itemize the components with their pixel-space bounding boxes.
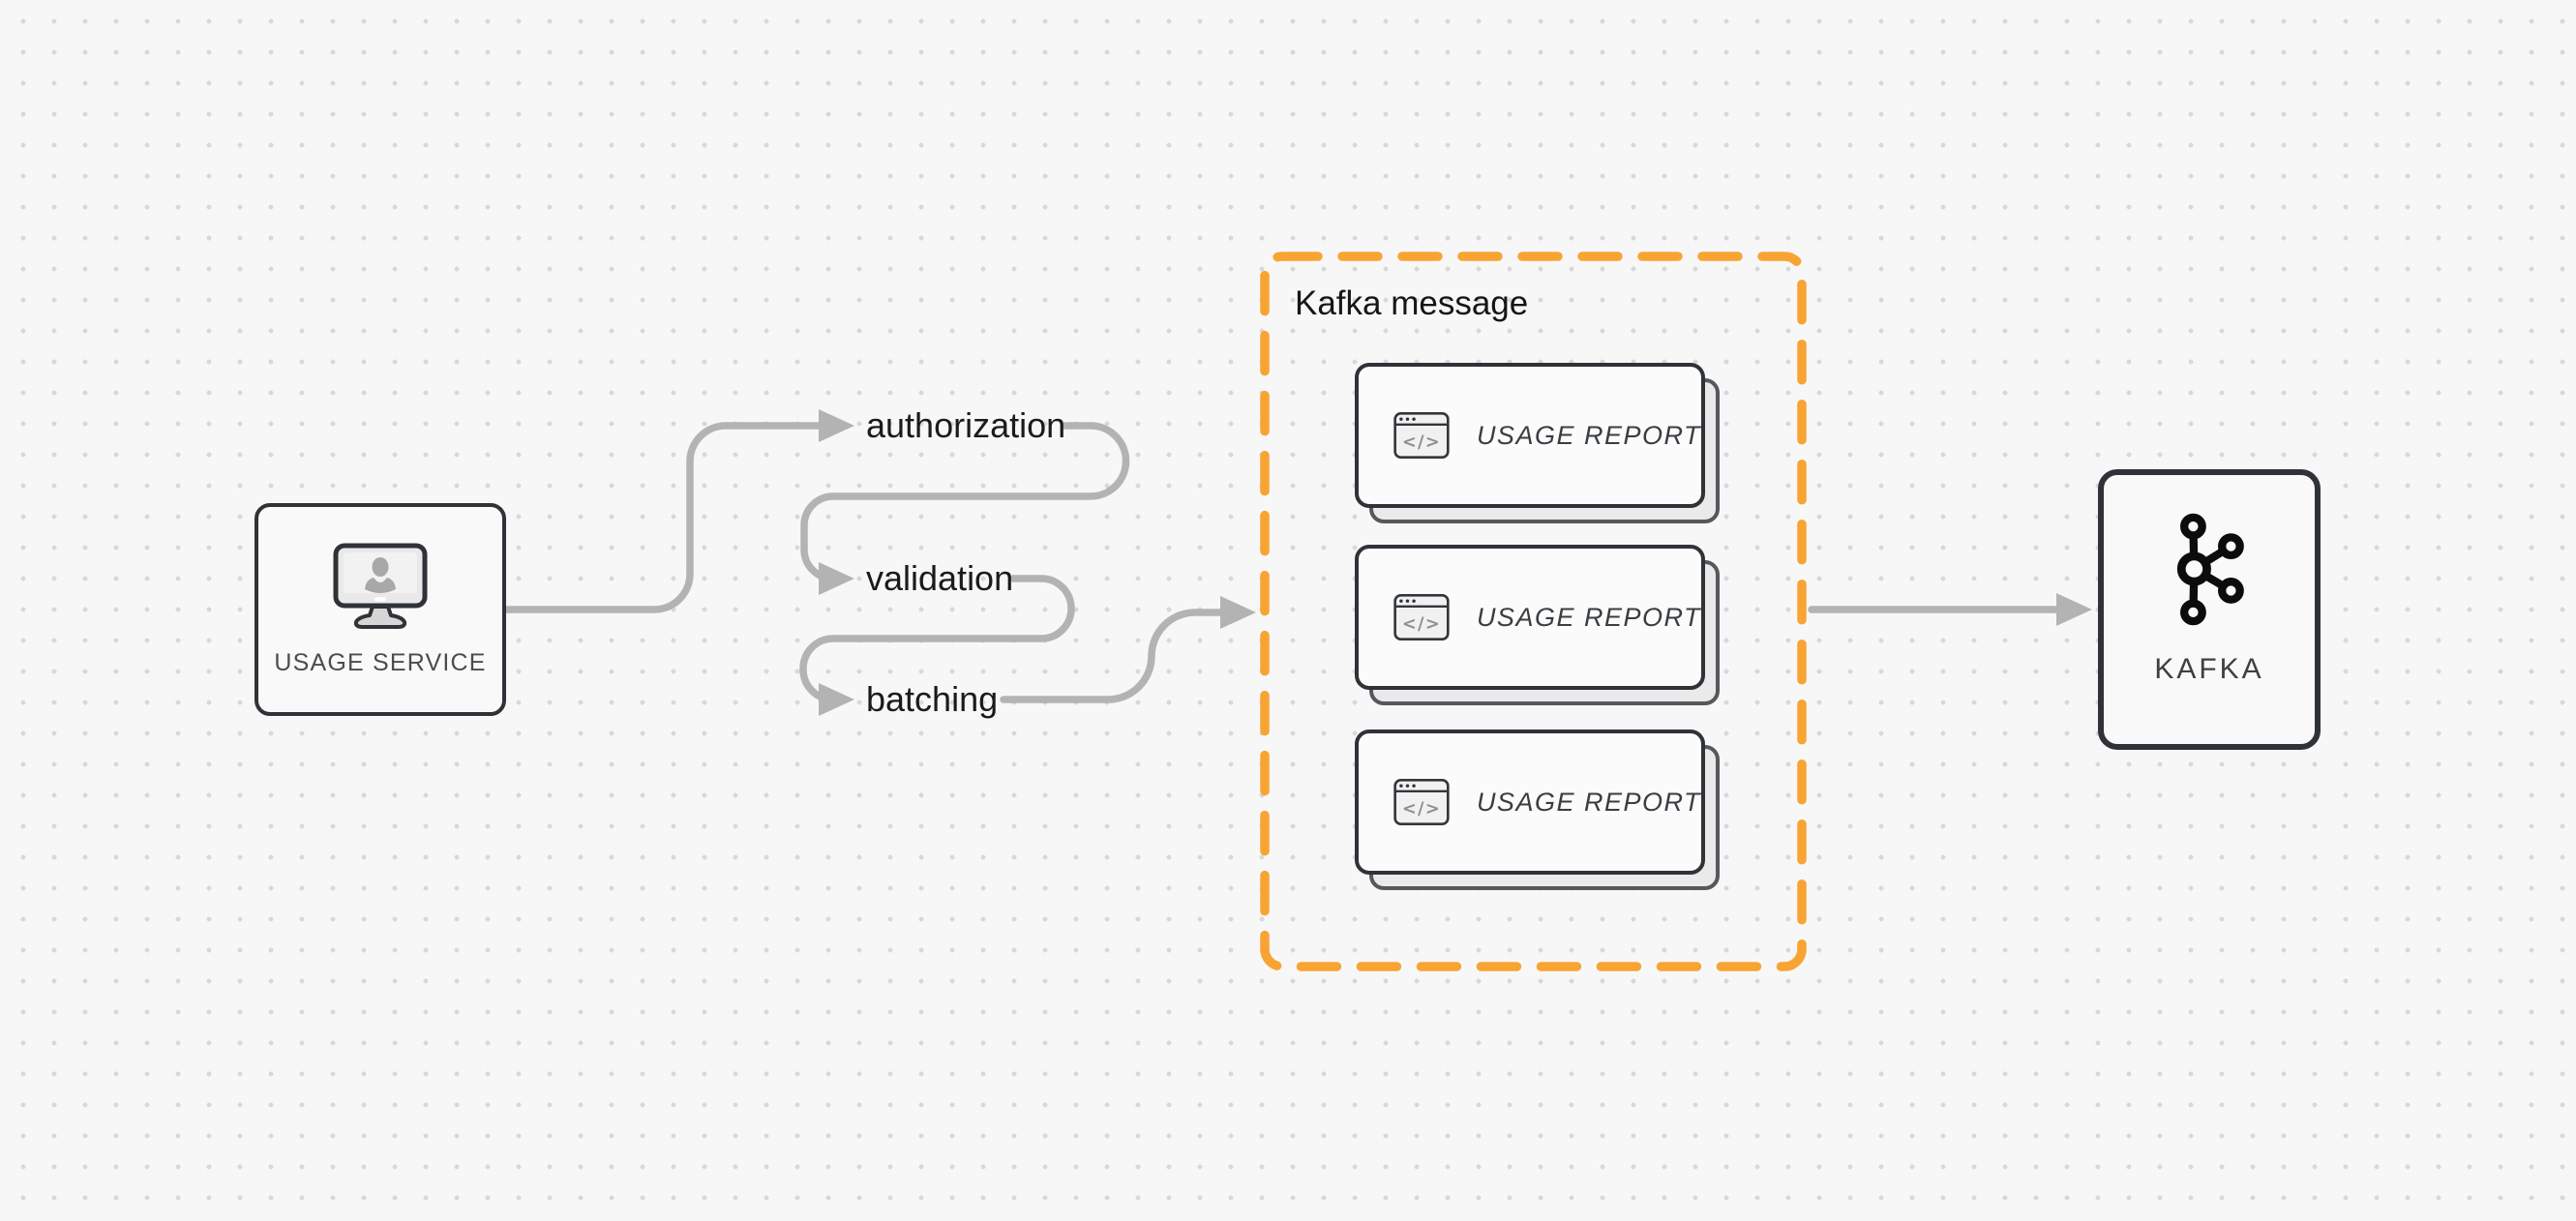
svg-text:</>: </>	[1402, 615, 1441, 635]
code-window-icon: </>	[1393, 778, 1450, 826]
kafka-logo-icon	[2176, 513, 2244, 626]
pipeline-step-authorization: authorization	[866, 405, 1066, 445]
arrowhead-authorization	[819, 409, 854, 442]
pipeline-step-validation: validation	[866, 558, 1014, 598]
connector-batching-to-kafka-message	[1000, 609, 1225, 703]
usage-service-node: USAGE SERVICE	[255, 503, 506, 716]
svg-text:</>: </>	[1402, 800, 1441, 819]
arrowhead-kafka	[2056, 593, 2092, 626]
usage-report-card: </> USAGE REPORT	[1355, 730, 1720, 890]
usage-report-card: </> USAGE REPORT	[1355, 363, 1720, 523]
dashed-border	[1260, 252, 1807, 971]
usage-report-label: USAGE REPORT	[1476, 787, 1701, 817]
kafka-label: KAFKA	[2154, 653, 2264, 685]
usage-report-label: USAGE REPORT	[1476, 602, 1701, 632]
svg-text:</>: </>	[1402, 433, 1441, 453]
connector-usage-to-authorization	[502, 422, 826, 613]
kafka-node: KAFKA	[2098, 469, 2321, 750]
kafka-message-title: Kafka message	[1295, 284, 1529, 322]
kafka-message-group: Kafka message </> USAGE REPORT	[1260, 252, 1807, 971]
arrowhead-batching	[819, 683, 854, 716]
usage-report-card: </> USAGE REPORT	[1355, 545, 1720, 705]
usage-service-label: USAGE SERVICE	[274, 648, 487, 676]
code-window-icon: </>	[1393, 411, 1450, 460]
arrowhead-kafka-message	[1220, 596, 1256, 629]
pipeline-step-batching: batching	[866, 679, 999, 719]
usage-report-label: USAGE REPORT	[1476, 420, 1701, 450]
connector-authorization-to-validation	[800, 422, 1130, 582]
monitor-user-icon	[333, 543, 428, 629]
arrowhead-validation	[819, 562, 854, 595]
code-window-icon: </>	[1393, 593, 1450, 641]
